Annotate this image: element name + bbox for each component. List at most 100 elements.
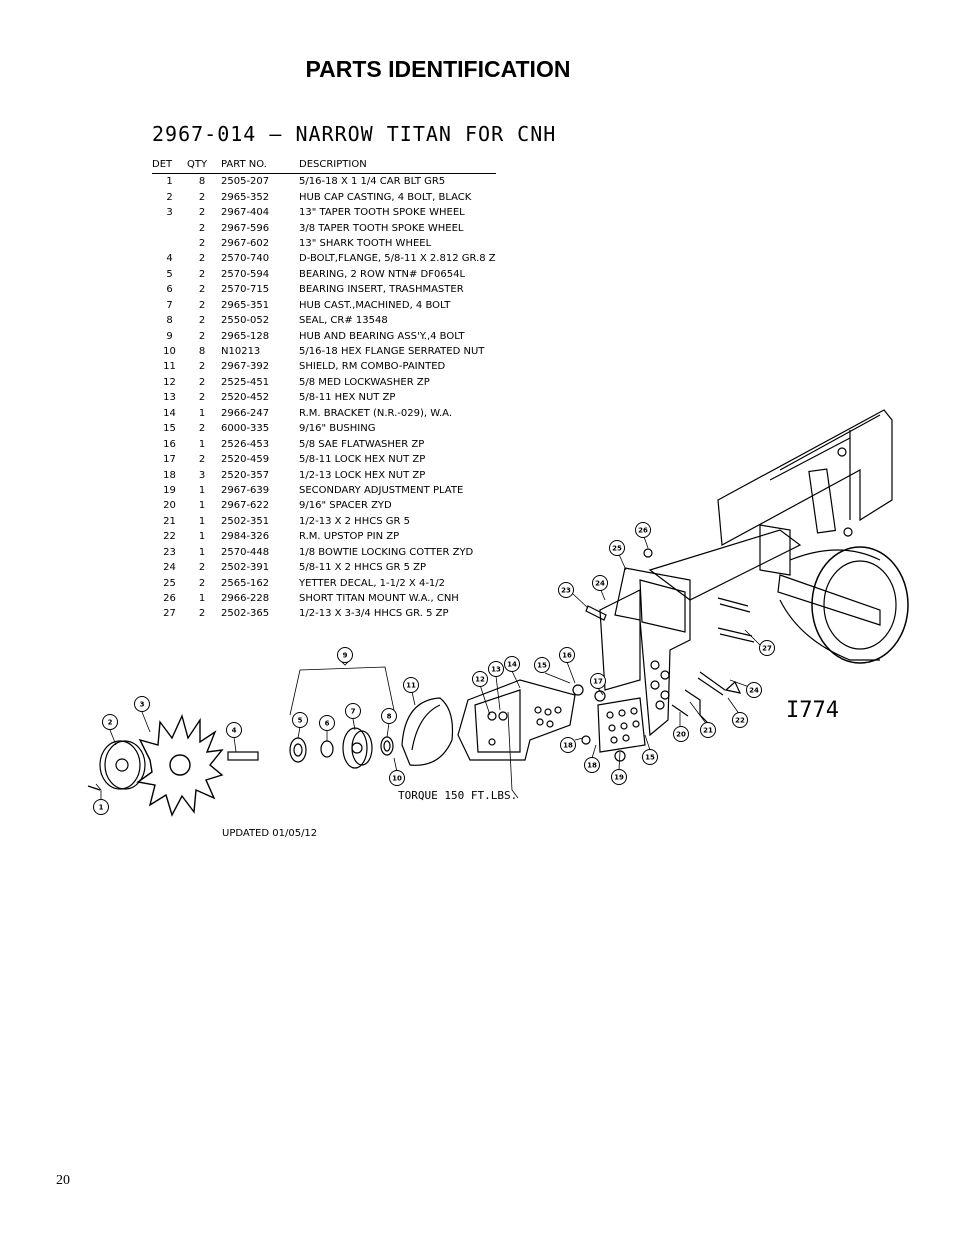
callout-circle (700, 722, 716, 738)
callout-circle (403, 677, 419, 693)
callout-circle (226, 722, 242, 738)
cell-qty: 2 (198, 376, 206, 388)
callout-label: 18 (587, 762, 597, 770)
cell-qty: 2 (198, 191, 206, 203)
callout-circle (558, 582, 574, 598)
callout-label: 5 (298, 717, 303, 725)
cell-qty: 1 (198, 515, 206, 527)
callout-label: 8 (387, 713, 392, 721)
cell-part-no: 2570-740 (221, 253, 270, 265)
cell-qty: 8 (198, 346, 206, 358)
callout-circle (673, 726, 689, 742)
cell-description: 5/8 SAE FLATWASHER ZP (299, 438, 425, 450)
cell-qty: 2 (198, 315, 206, 327)
cell-part-no: 2505-207 (221, 176, 270, 188)
cell-det: 17 (163, 454, 176, 466)
cell-det: 21 (163, 515, 176, 527)
cell-part-no: 2965-351 (221, 299, 270, 311)
callout-label: 18 (563, 742, 573, 750)
header-qty: QTY (187, 157, 217, 174)
cell-qty: 2 (198, 392, 206, 404)
cell-description: HUB CAP CASTING, 4 BOLT, BLACK (299, 191, 472, 203)
cell-det: 23 (163, 546, 176, 558)
cell-qty: 1 (198, 438, 206, 450)
callout-circle (134, 696, 150, 712)
cell-det: 3 (166, 207, 173, 219)
cell-description: HUB CAST.,MACHINED, 4 BOLT (299, 299, 451, 311)
cell-part-no: 2967-392 (221, 361, 270, 373)
header-part-no: PART NO. (217, 157, 299, 174)
cell-qty: 1 (198, 531, 206, 543)
cell-part-no: 2965-128 (221, 330, 270, 342)
callout-circle (102, 714, 118, 730)
cell-det: 6 (166, 284, 173, 296)
cell-part-no: 2967-639 (221, 484, 270, 496)
callout-label: 13 (491, 666, 501, 674)
cell-det: 19 (163, 484, 176, 496)
cell-det: 5 (166, 268, 173, 280)
cell-det: 14 (163, 407, 176, 419)
cell-qty: 2 (198, 608, 206, 620)
cell-description: 5/8-11 X 2 HHCS GR 5 ZP (299, 562, 427, 574)
cell-qty: 2 (198, 454, 206, 466)
cell-det: 8 (166, 315, 173, 327)
callout-circle (488, 661, 504, 677)
cell-det: 10 (163, 346, 176, 358)
parts-table: DET QTY PART NO. DESCRIPTION 1 8 2505-207 5… (152, 157, 496, 622)
callout-label: 3 (140, 701, 145, 709)
cell-part-no: 6000-335 (221, 423, 270, 435)
cell-det: 4 (166, 253, 173, 265)
cell-description: HUB AND BEARING ASS'Y.,4 BOLT (299, 330, 465, 342)
callout-label: 2 (108, 719, 113, 727)
callout-label: 6 (325, 720, 330, 728)
callout-label: 11 (406, 682, 416, 690)
cell-det: 15 (163, 423, 176, 435)
cell-description: 13" TAPER TOOTH SPOKE WHEEL (299, 207, 465, 219)
cell-det: 24 (163, 562, 176, 574)
callout-label: 17 (593, 678, 603, 686)
callout-circle (732, 712, 748, 728)
cell-det: 27 (163, 608, 176, 620)
callout-circle (560, 737, 576, 753)
header-det: DET (152, 157, 187, 174)
cell-det: 9 (166, 330, 173, 342)
hub-cap (99, 740, 146, 790)
cell-qty: 2 (198, 284, 206, 296)
cell-part-no: 2967-596 (221, 222, 270, 234)
callout-circle (381, 708, 397, 724)
cell-part-no: 2966-247 (221, 407, 270, 419)
cell-det: 20 (163, 500, 176, 512)
callout-label: 21 (703, 727, 713, 735)
cell-part-no: 2570-448 (221, 546, 270, 558)
cell-description: 5/8-11 HEX NUT ZP (299, 392, 396, 404)
cell-part-no: 2520-452 (221, 392, 270, 404)
hardware (87, 548, 755, 791)
callout-circle (584, 757, 600, 773)
cell-description: SHIELD, RM COMBO-PAINTED (299, 361, 446, 373)
callout-label: 12 (475, 676, 485, 684)
parts-table-header: DET QTY PART NO. DESCRIPTION (152, 157, 496, 174)
secondary-adjustment-plate (597, 697, 646, 753)
cell-det: 1 (166, 176, 173, 188)
callout-circle (642, 749, 658, 765)
cell-qty: 2 (198, 562, 206, 574)
callout-circle (319, 715, 335, 731)
callout-circle (389, 770, 405, 786)
